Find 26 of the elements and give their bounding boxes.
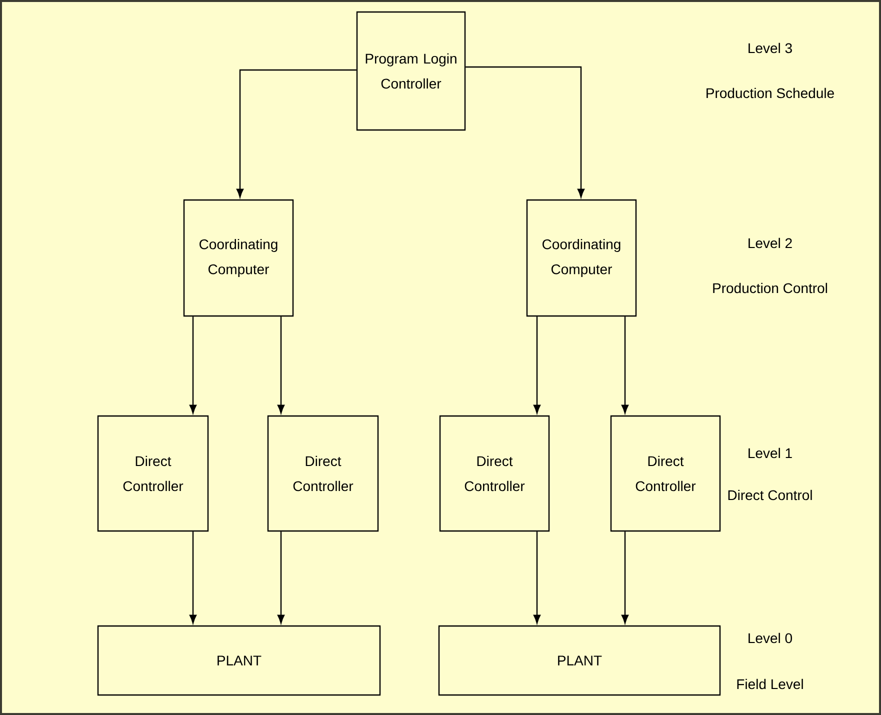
process-box: Direct Controller: [610, 415, 721, 532]
level-label: Level 0: [748, 632, 792, 644]
process-box: Coordinating Computer: [183, 199, 294, 317]
level-label: Production Schedule: [706, 88, 834, 98]
process-box: Program Login Controller: [356, 11, 466, 131]
arrow: [277, 532, 285, 624]
arrow: [189, 532, 197, 624]
arrow: [533, 316, 541, 414]
arrow: [236, 69, 356, 198]
arrow: [621, 532, 629, 624]
process-box: Coordinating Computer: [526, 199, 637, 317]
arrow: [533, 532, 541, 624]
level-label: Production Control: [713, 282, 828, 294]
level-label: Level 2: [748, 238, 792, 248]
arrow: [466, 66, 585, 198]
plant-box: PLANT: [97, 625, 381, 696]
level-label: Field Level: [737, 678, 803, 690]
arrow: [277, 316, 285, 414]
plant-box: PLANT: [438, 625, 721, 696]
level-label: Level 3: [748, 42, 792, 54]
process-box: Direct Controller: [97, 415, 209, 532]
arrow: [189, 316, 197, 414]
process-box: Direct Controller: [439, 415, 550, 532]
level-label: Level 1: [748, 448, 792, 458]
process-box: Direct Controller: [267, 415, 379, 532]
arrow: [621, 316, 629, 414]
